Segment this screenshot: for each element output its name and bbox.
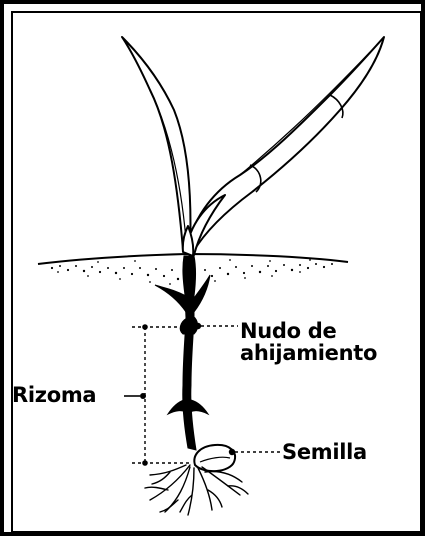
leaves [122,37,384,256]
seed [194,445,235,471]
node-leader [195,323,238,329]
node-label-line2: ahijamiento [240,342,377,364]
node-label-line1: Nudo de [240,320,377,342]
rhizome-label: Rizoma [12,384,96,406]
rhizome-dimension [124,324,192,466]
roots [145,465,248,515]
seed-leader [229,449,280,455]
seed-label: Semilla [282,441,367,463]
node-label: Nudo de ahijamiento [240,320,377,364]
